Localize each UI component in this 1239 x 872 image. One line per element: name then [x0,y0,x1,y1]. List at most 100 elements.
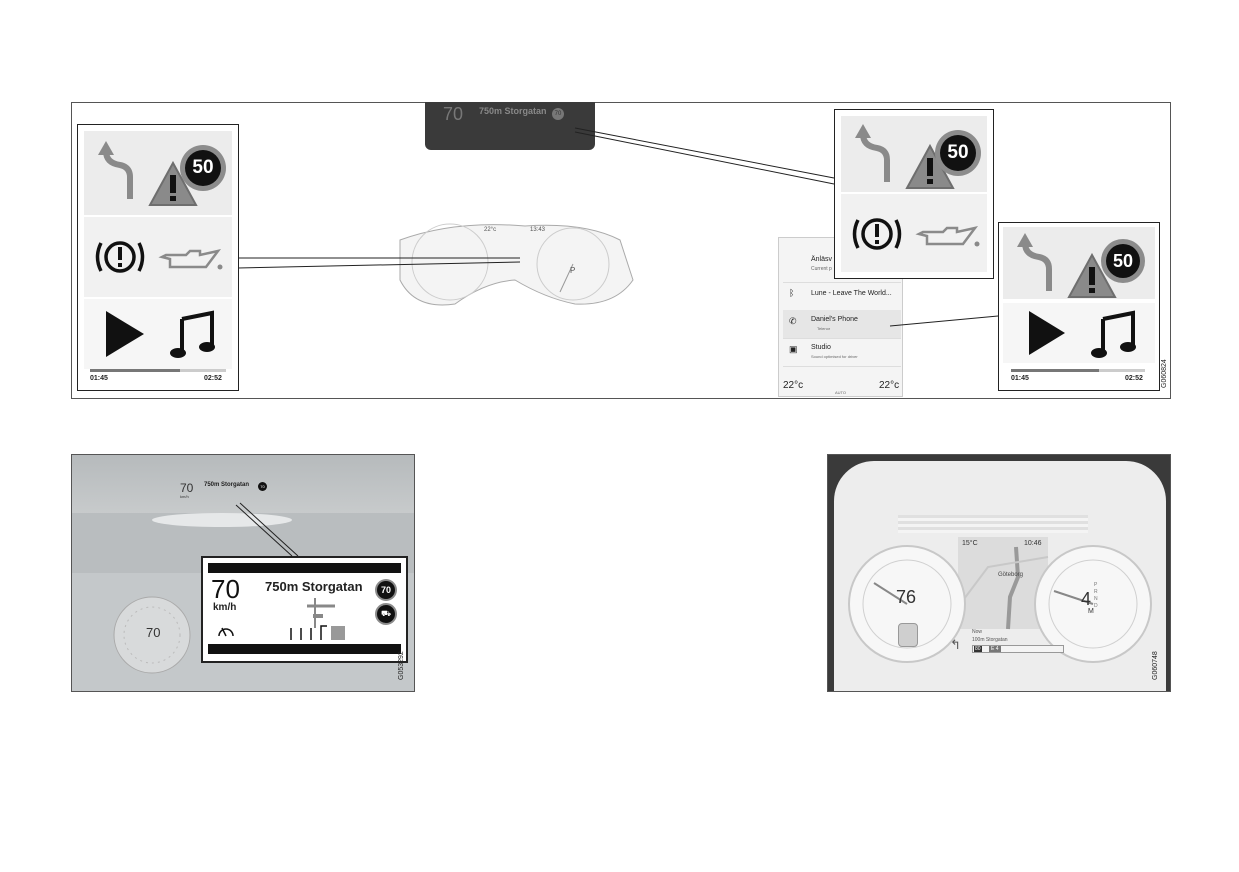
road-sign-bar: 80 E 4 [972,645,1064,653]
map-city: Göteborg [998,572,1024,578]
time-total: 02:52 [204,375,222,382]
progress-track [1011,369,1145,372]
bluetooth-icon: ᛒ [789,288,795,298]
center-temp-left: 22°c [783,380,804,391]
vent-grille [898,515,1088,533]
hud-small-limit: 70 [258,482,267,491]
center-item-1: Änläsv Current p [783,252,901,283]
hud-figure-code: G053292 [398,651,405,680]
center-auto-label: AUTO [835,390,847,395]
speed-limit-value: 50 [185,150,221,186]
center-item-3-title: Daniel's Phone [811,316,858,323]
media-controls-row-2 [1003,303,1155,363]
time-elapsed: 01:45 [1011,375,1029,382]
gear-list-n: N [1094,596,1098,602]
center-display-sketch: Änläsv Current p ᛒ Lune - Leave The Worl… [778,237,903,397]
gear-list-r: R [1094,589,1098,595]
hud-strip-top: 70 750m Storgatan 70 [425,102,595,150]
gear-list-p: P [1094,582,1098,588]
turn-back-icon [855,124,890,182]
turn-back-icon [98,141,133,199]
time-total: 02:52 [1125,375,1143,382]
nav-warning-row: 50 [84,131,232,215]
car-icon [898,623,918,647]
hud-strip-speed: 70 [443,104,464,124]
cluster-sketch-top [399,223,634,306]
oil-pressure-icon [158,249,223,270]
progress-track [90,369,226,372]
phone-icon: ✆ [789,316,797,326]
oil-pressure-icon [915,226,980,247]
hud-strip-limit: 70 [552,108,564,120]
road-number: 80 [974,646,982,652]
turn-back-icon [1017,233,1052,291]
speed-limit-value: 50 [940,135,976,171]
cruise-control-icon [218,627,234,637]
cluster-top-clock: 13:43 [530,227,546,233]
nav-warning-row-3: 50 [1003,227,1155,299]
cluster-figure-code: G060748 [1152,651,1159,680]
road-code: E 4 [989,646,1001,652]
hud-speed: 70 [211,574,240,604]
center-temp-right: 22°c [879,380,900,391]
media-controls-row [84,299,232,369]
hud-small-street: 750m Storgatan [204,482,250,488]
media-panel-left: 50 01:45 02:52 [77,124,239,391]
hud-small-speed: 70 [180,481,194,495]
speaker-icon: ▣ [789,344,798,354]
play-icon [106,311,144,357]
hud-zoom-top-bar [208,563,401,573]
progress-fill [1011,369,1100,372]
cluster-top-gear: P [570,266,576,275]
warning-icons-row [84,217,232,297]
progress-fill [90,369,180,372]
nav-instruction: Now [972,629,983,635]
speed-limit-sign: 50 [180,145,226,191]
brake-warning-icon [852,218,902,250]
cluster-temperature: 15°C [962,540,978,547]
hud-speed-unit: km/h [213,602,237,613]
center-item-1-sub: Current p [811,266,832,272]
nav-turn-icon: ↰ [950,637,961,652]
media-panel-right: 50 01:45 02:52 [998,222,1160,391]
cluster-top-temp: 22°c [484,227,497,233]
center-item-4: ▣ Studio Sound optimised for driver [783,338,901,367]
music-note-icon [170,310,215,358]
warning-triangle-icon [148,160,198,206]
warning-triangle-icon [1067,252,1117,298]
warning-icons-row-2 [841,194,987,272]
nav-street: 100m Storgatan [972,637,1008,643]
gear-list-d: D [1094,603,1098,609]
no-overtaking-sign: ⛟ [375,603,397,625]
hud-limit-sign: 70 [375,579,397,601]
warning-panel-upper-right: 50 [834,109,994,279]
center-item-1-title: Änläsv [811,256,833,263]
hud-street: 750m Storgatan [265,579,363,594]
hud-small-unit: km/h [180,494,189,499]
brake-warning-icon [95,241,145,273]
speed-limit-sign: 50 [935,130,981,176]
cluster-clock: 10:46 [1024,540,1042,547]
cluster-gear-mode: M [1088,608,1094,615]
music-note-icon [1091,310,1136,358]
center-item-4-title: Studio [811,344,831,351]
lane-guidance-icon [290,598,345,640]
play-icon [1029,311,1065,355]
hud-limit-value: 70 [377,581,395,599]
hud-strip-street: 750m Storgatan [479,106,547,116]
speed-limit-sign: 50 [1101,239,1145,283]
cluster-gear: 4 [1081,589,1092,609]
gauge-speed: 70 [146,625,161,640]
speed-limit-value: 50 [1106,244,1140,278]
map-area [958,537,1048,629]
hud-zoom-bottom-bar [208,644,401,654]
nav-warning-row-2: 50 [841,116,987,192]
center-item-3-sub: Telenor [817,326,831,331]
time-elapsed: 01:45 [90,375,108,382]
cluster-figure-frame: 15°C 10:46 76 4 M P R N D Göteborg Now 1… [827,454,1171,692]
map-route [957,546,1049,630]
cluster-speed: 76 [896,587,917,607]
center-item-4-sub: Sound optimised for driver [811,354,858,359]
speedometer-gauge [113,596,191,674]
